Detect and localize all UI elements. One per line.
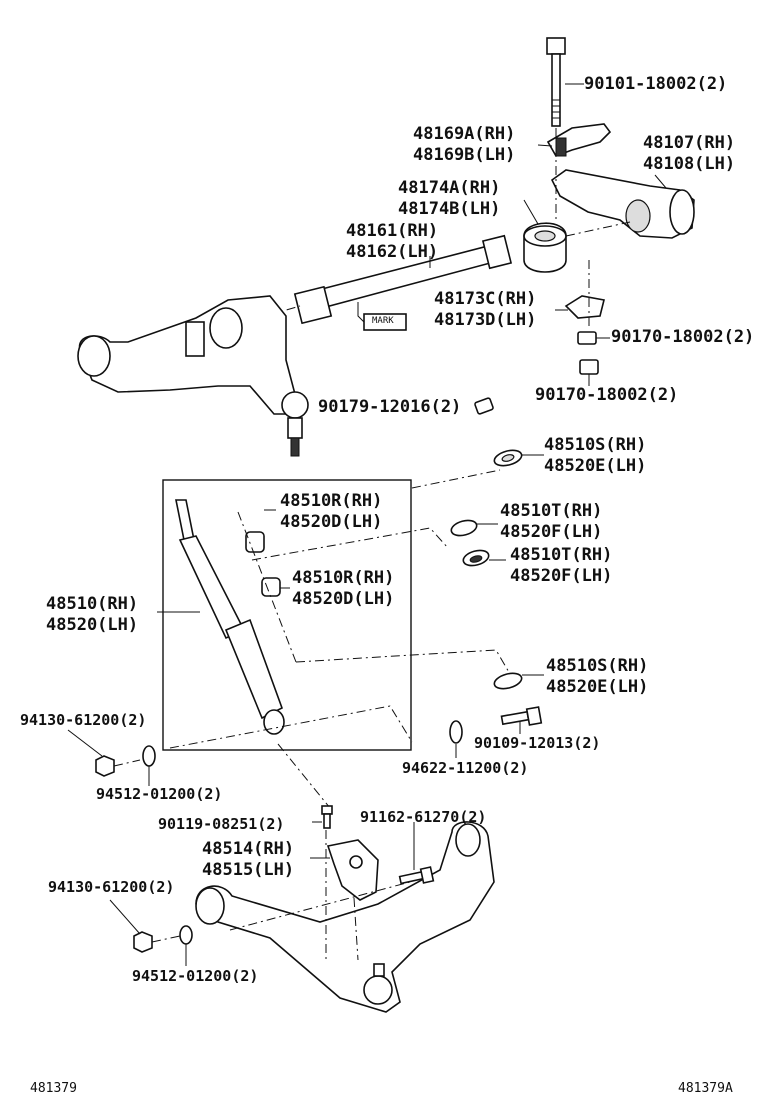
label-bracket-lh: 48515(LH) xyxy=(202,860,295,880)
label-bolt-top: 90101-18002(2) xyxy=(584,74,728,94)
label-retainer-t-rh-2: 48510T(RH) xyxy=(510,545,613,565)
top-bolt xyxy=(546,37,584,127)
label-arm-rh: 48107(RH) xyxy=(643,133,736,153)
retainer-s-bottom xyxy=(493,672,544,690)
retainer-t-upper xyxy=(450,519,498,537)
label-retainer-t-rh-1: 48510T(RH) xyxy=(500,501,603,521)
washer-lower xyxy=(179,925,193,966)
label-bolt-bracket: 91162-61270(2) xyxy=(360,808,487,826)
label-shock-rh: 48510(RH) xyxy=(46,594,139,614)
label-retainer-s-rh-2: 48510S(RH) xyxy=(546,656,649,676)
label-nut-a: 94130-61200(2) xyxy=(20,711,147,729)
torsion-seat xyxy=(555,295,605,319)
label-nut-b: 94130-61200(2) xyxy=(48,878,175,896)
label-retainer-s-rh-1: 48510S(RH) xyxy=(544,435,647,455)
nut-upper-right xyxy=(577,331,610,345)
upper-control-arm xyxy=(550,169,695,239)
torsion-bushing xyxy=(523,199,567,273)
label-torsion-rh: 48161(RH) xyxy=(346,221,439,241)
label-bolt-mid: 90109-12013(2) xyxy=(474,734,601,752)
label-bush-b: 48174B(LH) xyxy=(398,199,501,219)
footer-right-id: 481379A xyxy=(678,1081,733,1096)
dash-retainer-s1 xyxy=(411,469,501,489)
upper-arm-assembly xyxy=(77,295,494,457)
washer-mid-a xyxy=(142,745,156,786)
mid-washer xyxy=(449,720,463,758)
label-cam-b: 48169B(LH) xyxy=(413,145,516,165)
label-bracket-rh: 48514(RH) xyxy=(202,839,295,859)
nut-lower xyxy=(109,899,181,953)
label-cushion-r-rh-1: 48510R(RH) xyxy=(280,491,383,511)
nut-mid xyxy=(67,729,141,777)
label-bolt-small: 90119-08251(2) xyxy=(158,815,285,833)
shock-absorber xyxy=(157,499,285,735)
shock-frame xyxy=(162,479,412,751)
label-bush-a: 48174A(RH) xyxy=(398,178,501,198)
lower-control-arm xyxy=(195,821,495,1013)
nut-lower-right xyxy=(579,359,599,386)
label-seat-c: 48173C(RH) xyxy=(434,289,537,309)
adjusting-cam xyxy=(537,123,612,157)
label-washer-a: 94512-01200(2) xyxy=(96,785,223,803)
label-nut-upper: 90179-12016(2) xyxy=(318,397,462,417)
bracket-bolt xyxy=(398,822,435,885)
shock-leaders xyxy=(169,511,511,809)
shock-bracket xyxy=(310,839,379,901)
label-washer-b: 94512-01200(2) xyxy=(132,967,259,985)
small-bolt xyxy=(312,805,333,829)
label-retainer-e-lh-2: 48520E(LH) xyxy=(546,677,649,697)
cushion-lower xyxy=(261,577,290,597)
lower-leaders xyxy=(229,830,411,961)
label-nut1: 90170-18002(2) xyxy=(611,327,755,347)
label-cam-a: 48169A(RH) xyxy=(413,124,516,144)
label-cushion-r-rh-2: 48510R(RH) xyxy=(292,568,395,588)
retainer-s-top xyxy=(493,449,544,467)
upper-leaders xyxy=(139,128,631,341)
torsion-bar xyxy=(293,234,513,331)
mid-bolt xyxy=(500,706,543,734)
label-retainer-f-lh-1: 48520F(LH) xyxy=(500,522,603,542)
label-arm-lh: 48108(LH) xyxy=(643,154,736,174)
label-torsion-lh: 48162(LH) xyxy=(346,242,439,262)
label-mark: MARK xyxy=(372,316,394,326)
label-retainer-f-lh-2: 48520F(LH) xyxy=(510,566,613,586)
label-cushion-d-lh-1: 48520D(LH) xyxy=(280,512,383,532)
retainer-t-lower xyxy=(462,549,506,567)
label-nut2: 90170-18002(2) xyxy=(535,385,679,405)
label-retainer-e-lh-1: 48520E(LH) xyxy=(544,456,647,476)
label-shock-lh: 48520(LH) xyxy=(46,615,139,635)
cushion-upper xyxy=(245,509,276,553)
footer-left-id: 481379 xyxy=(30,1081,77,1096)
label-cushion-d-lh-2: 48520D(LH) xyxy=(292,589,395,609)
label-washer-mid: 94622-11200(2) xyxy=(402,759,529,777)
label-seat-d: 48173D(LH) xyxy=(434,310,537,330)
